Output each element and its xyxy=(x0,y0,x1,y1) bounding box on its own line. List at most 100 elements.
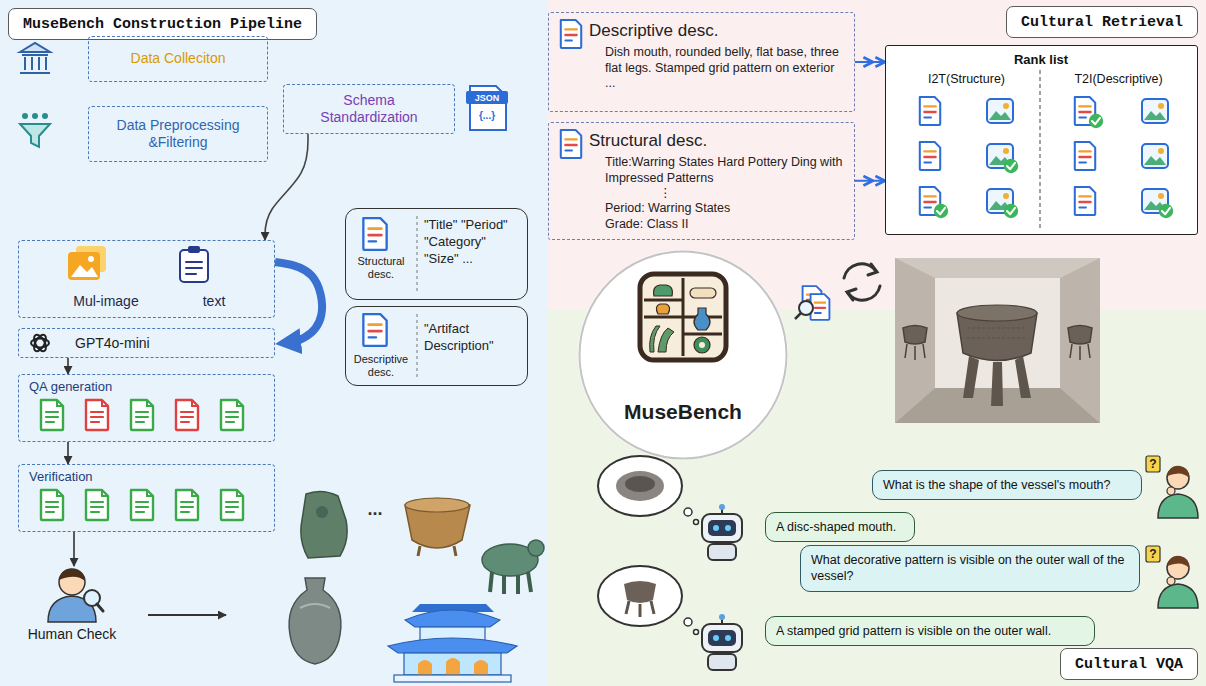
step-label: Human Check xyxy=(12,626,132,642)
step-label: Schema Standardization xyxy=(294,92,444,127)
to-museum-arrow xyxy=(148,614,226,616)
rank-divider xyxy=(1040,70,1041,230)
robot-icon xyxy=(702,504,742,560)
person-icon xyxy=(1158,556,1198,608)
museum-building xyxy=(388,604,517,682)
card-heading: Structural desc. xyxy=(589,131,844,151)
text-icon xyxy=(180,246,208,282)
structural-doc-icon xyxy=(363,218,386,250)
panel-title-text: Cultural Retrieval xyxy=(1021,14,1183,31)
panel-title-text: Cultural VQA xyxy=(1075,656,1183,673)
human-check: Human Check xyxy=(12,566,132,656)
card-field: Period: Warring States xyxy=(605,201,844,217)
thought-bubble xyxy=(598,456,699,525)
musebench-logo xyxy=(640,274,726,360)
step-label: Data Preprocessing &Filtering xyxy=(99,117,257,152)
desc-type-box: Structural desc. "Title" "Period" "Catego… xyxy=(345,208,528,300)
ellipsis: ⋮ xyxy=(659,186,844,201)
desc-type-name: Descriptive desc. xyxy=(348,353,414,379)
step-label: Data Colleciton xyxy=(131,50,226,68)
ellipsis: ... xyxy=(360,500,390,518)
field-list: "Title" "Period" "Category" "Size" ... xyxy=(424,217,522,268)
column-header: I2T(Structure) xyxy=(894,72,1039,86)
model-name: GPT4o-mini xyxy=(75,335,264,351)
desc-type-box: Descriptive desc. "Artifact Description" xyxy=(345,306,528,386)
rank-icons xyxy=(920,97,1173,218)
person-icon xyxy=(1158,466,1198,518)
descriptive-doc-icon xyxy=(561,20,581,48)
multi-image-icon xyxy=(68,246,106,280)
gpt-logo xyxy=(31,333,49,353)
rank-list-box: Rank listI2T(Structure) T2I(Descriptive) xyxy=(885,45,1198,235)
question-bubble: What decorative pattern is visible on th… xyxy=(800,545,1140,592)
retrieval-arrow xyxy=(855,61,885,63)
stage-label: Verification xyxy=(29,469,264,484)
logo-circle: MuseBench xyxy=(578,250,788,460)
refresh-icon xyxy=(844,264,880,300)
panel-title: Cultural Retrieval xyxy=(1006,6,1198,38)
rank-title: Rank list xyxy=(886,52,1196,67)
question-mark-box xyxy=(1146,546,1160,562)
question-mark: ? xyxy=(1146,456,1160,472)
query-doc-icon xyxy=(795,286,829,320)
circle-outline xyxy=(580,252,787,459)
answer-text: A stamped grid pattern is visible on the… xyxy=(776,623,1084,639)
json-icon xyxy=(466,86,508,130)
logo-disc xyxy=(578,250,788,460)
field-list: "Artifact Description" xyxy=(424,321,522,355)
question-text: What decorative pattern is visible on th… xyxy=(811,552,1129,585)
card-heading: Descriptive desc. xyxy=(589,21,844,41)
answer-bubble: A disc-shaped mouth. xyxy=(765,512,915,542)
input-box: Mul-image text xyxy=(18,240,275,318)
stage-box: QA generation xyxy=(18,374,275,442)
description-card: Descriptive desc. Dish mouth, rounded bel… xyxy=(548,12,855,112)
panel-title-text: MuseBench Construction Pipeline xyxy=(23,16,302,33)
question-mark: ? xyxy=(1146,546,1160,562)
thought-bubble xyxy=(598,566,699,635)
flow-arrow xyxy=(67,358,69,374)
answer-text: A disc-shaped mouth. xyxy=(776,519,904,535)
generation-arrow xyxy=(275,262,322,343)
panel-title: Cultural VQA xyxy=(1060,648,1198,680)
qa-docs xyxy=(41,400,243,430)
divider xyxy=(417,314,418,378)
filter-icon xyxy=(20,113,50,147)
retrieval-arrow xyxy=(855,180,885,182)
stage-label: QA generation xyxy=(29,379,264,394)
circle-outline xyxy=(578,250,788,460)
question-mark-box xyxy=(1146,456,1160,472)
input-label: text xyxy=(169,293,259,311)
question-bubble: What is the shape of the vessel's mouth? xyxy=(872,470,1142,500)
process-box: Schema Standardization xyxy=(283,84,455,134)
robot-icon xyxy=(702,614,742,670)
artifact-images xyxy=(289,491,544,664)
logo-name: MuseBench xyxy=(578,400,788,424)
desc-type-name: Structural desc. xyxy=(348,255,414,281)
structural-doc-icon xyxy=(561,130,581,158)
artifact-photo xyxy=(895,258,1100,423)
card-body: Dish mouth, rounded belly, flat base, th… xyxy=(605,45,844,92)
human-checker-icon xyxy=(48,569,103,622)
card-field: Grade: Class II xyxy=(605,217,844,233)
flow-arrow xyxy=(265,134,308,240)
museum-icon xyxy=(20,43,50,73)
icon-text: {...} xyxy=(468,110,506,122)
input-label: Mul-image xyxy=(56,293,156,311)
model-box: GPT4o-mini xyxy=(18,328,275,358)
stage-box: Verification xyxy=(18,464,275,532)
column-header: T2I(Descriptive) xyxy=(1046,72,1191,86)
icon-text: JSON xyxy=(468,92,506,104)
flow-arrow xyxy=(67,442,69,464)
process-box: Data Colleciton xyxy=(88,36,268,82)
card-field: Title:Warring States Hard Pottery Ding w… xyxy=(605,155,844,186)
pipeline-panel xyxy=(0,0,548,686)
question-text: What is the shape of the vessel's mouth? xyxy=(883,477,1131,493)
verified-docs xyxy=(41,490,243,520)
description-card: Structural desc. Title:Warring States Har… xyxy=(548,122,855,240)
divider xyxy=(417,216,418,292)
descriptive-doc-icon xyxy=(363,314,386,346)
rank-list-ground xyxy=(885,45,1198,235)
answer-bubble: A stamped grid pattern is visible on the… xyxy=(765,616,1095,646)
process-box: Data Preprocessing &Filtering xyxy=(88,106,268,162)
